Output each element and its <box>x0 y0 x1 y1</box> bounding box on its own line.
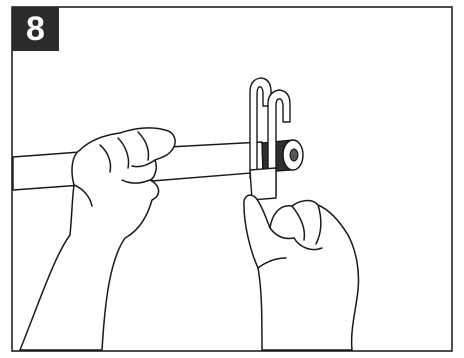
step-number-badge: 8 <box>12 7 59 51</box>
